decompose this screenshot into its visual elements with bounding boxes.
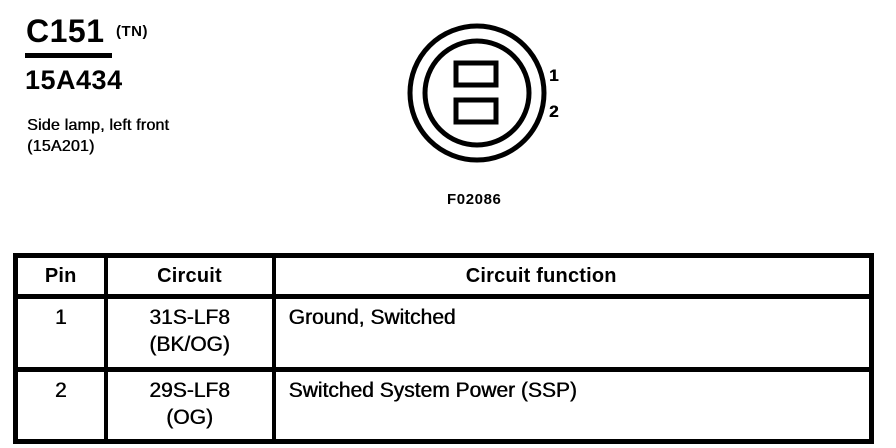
circuit-wire-color: (OG) [166, 406, 213, 429]
pin-function-table: Pin Circuit Circuit function 1 31S-LF8 (… [13, 253, 874, 444]
component-description-line: Side lamp, left front [27, 117, 170, 134]
pin-1-label: 1 [549, 66, 559, 85]
circuit-number: 31S-LF8 [149, 306, 230, 329]
function-cell: Ground, Switched [271, 294, 874, 372]
part-number: 15A434 [25, 65, 123, 95]
connector-outer-ring [407, 23, 547, 163]
column-header-circuit-function-label: Circuit function [465, 264, 617, 287]
column-header-pin: Pin [13, 253, 108, 299]
pin-2-label: 2 [549, 102, 559, 121]
table-row: 1 31S-LF8 (BK/OG) Ground, Switched [13, 294, 874, 372]
function-cell: Switched System Power (SSP) [271, 367, 874, 444]
connector-inner-ring [422, 38, 532, 148]
component-description: Side lamp, left front (15A201) [27, 115, 169, 157]
connector-header: C151 (TN) [25, 13, 148, 59]
column-header-circuit: Circuit [103, 253, 276, 299]
table-row: 2 29S-LF8 (OG) Switched System Power (SS… [13, 367, 874, 444]
circuit-cell: 29S-LF8 (OG) [103, 367, 276, 444]
connector-color-code: (TN) [116, 23, 148, 40]
connector-id: C151 [25, 13, 112, 59]
pin-cell: 2 [13, 367, 108, 444]
pin-cell: 1 [13, 294, 108, 372]
table-header-row: Pin Circuit Circuit function [13, 253, 874, 299]
circuit-wire-color: (BK/OG) [149, 333, 230, 356]
connector-face-diagram [407, 23, 547, 163]
component-part-ref: (15A201) [27, 138, 95, 155]
pin-1-cavity [453, 60, 499, 88]
column-header-circuit-function: Circuit function [271, 253, 874, 299]
figure-caption: F02086 [447, 191, 502, 208]
pin-2-cavity [453, 97, 499, 125]
circuit-cell: 31S-LF8 (BK/OG) [103, 294, 276, 372]
circuit-number: 29S-LF8 [149, 379, 230, 402]
